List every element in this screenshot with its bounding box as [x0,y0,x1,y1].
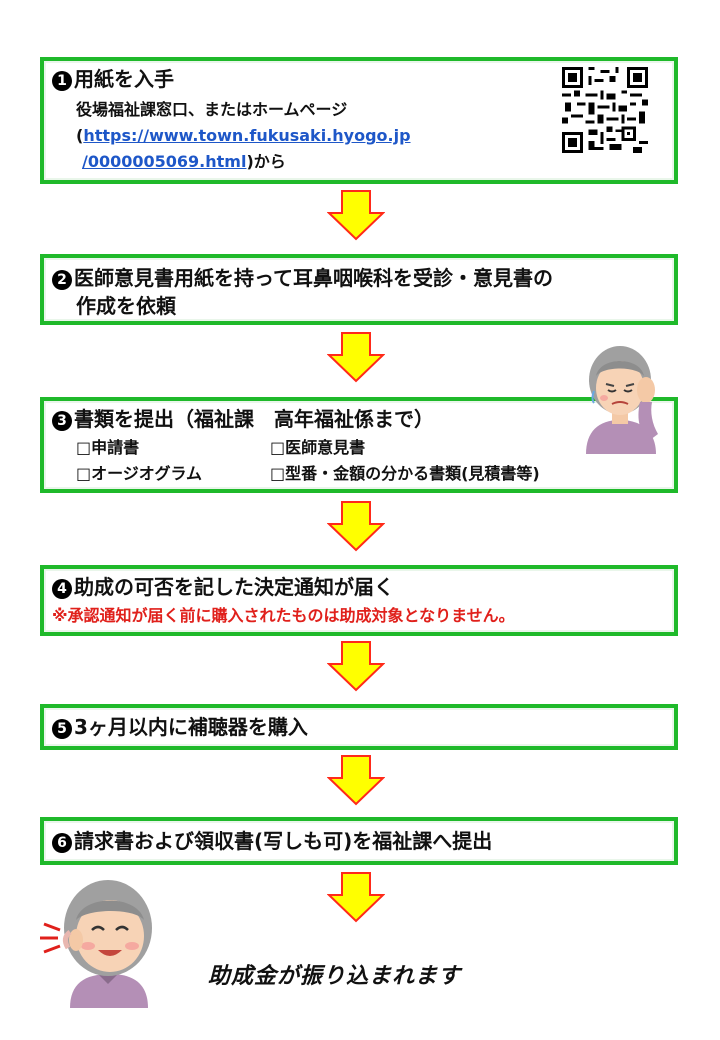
step-number-badge: 5 [52,719,72,739]
step-number-badge: 2 [52,270,72,290]
homepage-link-continued[interactable]: /0000005069.html [82,152,247,171]
checklist-doctor-opinion: □医師意見書 [270,438,366,457]
elderly-happy-hearing-aid-icon [40,880,152,1008]
step-number-badge: 6 [52,833,72,853]
down-arrow-icon [327,872,385,923]
checklist-audiogram: □オージオグラム [76,464,202,483]
qr-code-icon[interactable] [562,67,648,153]
step-1-line1: 役場福祉課窓口、またはホームページ [76,100,348,119]
step-4-warning: ※承認通知が届く前に購入されたものは助成対象となりません。 [52,606,515,625]
down-arrow-icon [327,190,385,241]
step-number-badge: 3 [52,411,72,431]
step-number-badge: 1 [52,71,72,91]
elderly-listening-icon [586,346,658,454]
down-arrow-icon [327,501,385,552]
step-2-title-line2: 作成を依頼 [76,294,176,318]
down-arrow-icon [327,755,385,806]
down-arrow-icon [327,641,385,692]
final-message: 助成金が振り込まれます [208,964,462,989]
checklist-application: □申請書 [76,438,140,457]
step-1-url-line2: /0000005069.html)から [82,152,286,171]
step-1-url-line1: (https://www.town.fukusaki.hyogo.jp [76,126,411,145]
down-arrow-icon [327,332,385,383]
checklist-model-price-docs: □型番・金額の分かる書類(見積書等) [270,464,540,483]
step-number-badge: 4 [52,579,72,599]
homepage-link[interactable]: https://www.town.fukusaki.hyogo.jp [83,126,411,145]
